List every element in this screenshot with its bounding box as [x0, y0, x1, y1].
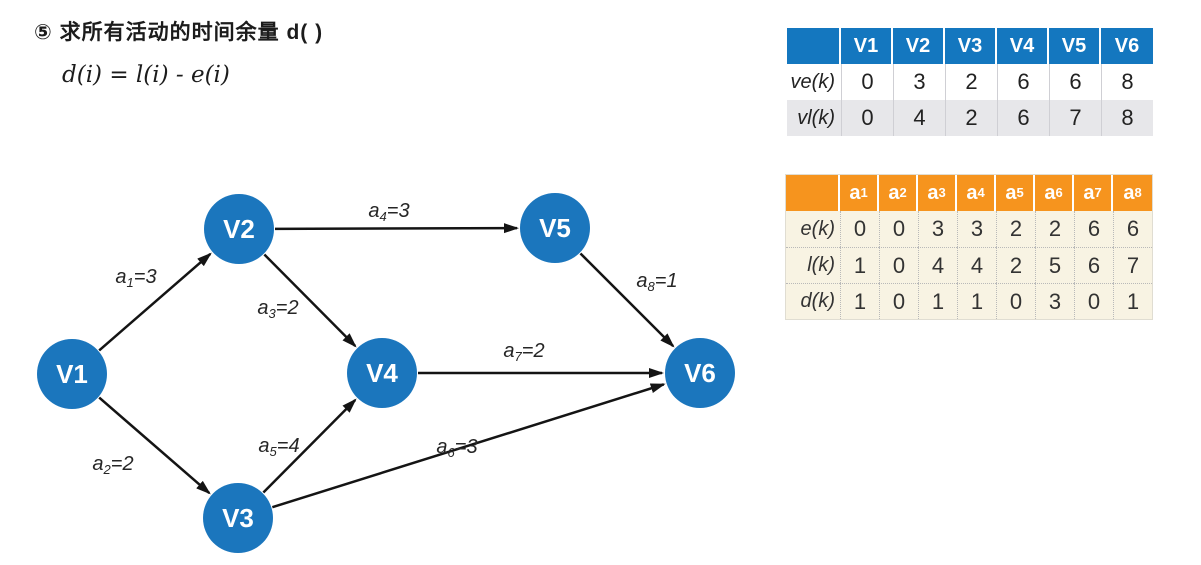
vertex-header-V1: V1	[841, 28, 893, 64]
activity-value-cell: 0	[879, 247, 918, 283]
vertex-value-cell: 6	[997, 64, 1049, 100]
vertex-row-label: ve(k)	[790, 70, 835, 93]
edge-a2	[98, 396, 211, 495]
activity-row-label: e(k)	[786, 211, 840, 247]
node-label-V2: V2	[223, 214, 255, 244]
page-title: ⑤ 求所有活动的时间余量 d( )	[34, 21, 324, 44]
activity-value-cell: 5	[1035, 247, 1074, 283]
vertex-table-corner	[787, 28, 841, 64]
vertex-value-cell: 4	[893, 100, 945, 136]
vertex-value-cell: 7	[1049, 100, 1101, 136]
edge-a3	[263, 253, 357, 348]
vertex-header-V2: V2	[893, 28, 945, 64]
edge-a8	[579, 252, 675, 348]
activity-value-cell: 0	[996, 283, 1035, 319]
activity-value-cell: 1	[840, 283, 879, 319]
edge-a6	[271, 383, 666, 509]
node-label-V5: V5	[539, 213, 571, 243]
vertex-value-cell: 0	[841, 100, 893, 136]
edge-label-a3: a3=2	[257, 297, 298, 321]
edge-label-a5: a5=4	[258, 435, 299, 459]
node-label-V6: V6	[684, 358, 716, 388]
activity-value-cell: 4	[957, 247, 996, 283]
vertex-header-V6: V6	[1101, 28, 1153, 64]
activity-value-cell: 0	[840, 211, 879, 247]
activity-value-cell: 1	[918, 283, 957, 319]
vertex-header-V5: V5	[1049, 28, 1101, 64]
activity-value-cell: 3	[957, 211, 996, 247]
vertex-value-cell: 8	[1101, 100, 1153, 136]
activity-value-cell: 6	[1074, 211, 1113, 247]
vertex-value-cell: 2	[945, 100, 997, 136]
activity-value-cell: 2	[1035, 211, 1074, 247]
activity-value-cell: 7	[1113, 247, 1152, 283]
activity-value-cell: 3	[918, 211, 957, 247]
activity-value-cell: 0	[879, 283, 918, 319]
activity-value-cell: 6	[1113, 211, 1152, 247]
vertex-value-cell: 0	[841, 64, 893, 100]
node-V1	[37, 339, 107, 409]
activity-value-cell: 0	[879, 211, 918, 247]
vertex-value-cell: 8	[1101, 64, 1153, 100]
node-V5	[520, 193, 590, 263]
vertex-header-V3: V3	[945, 28, 997, 64]
edge-label-a4: a4=3	[368, 200, 409, 224]
edge-label-a8: a8=1	[636, 270, 677, 294]
edge-label-a7: a7=2	[503, 340, 544, 364]
node-V6	[665, 338, 735, 408]
activity-value-cell: 4	[918, 247, 957, 283]
activity-table-corner	[786, 175, 840, 211]
activity-value-cell: 3	[1035, 283, 1074, 319]
edge-a4	[274, 223, 520, 234]
node-V2	[204, 194, 274, 264]
activity-row-label: d(k)	[786, 283, 840, 319]
vertex-value-cell: 3	[893, 64, 945, 100]
edge-label-a6: a6=3	[436, 436, 477, 460]
activity-value-cell: 2	[996, 211, 1035, 247]
vertex-value-cell: 2	[945, 64, 997, 100]
edge-label-a2: a2=2	[92, 453, 133, 477]
activity-value-cell: 2	[996, 247, 1035, 283]
vertex-value-cell: 6	[1049, 64, 1101, 100]
node-label-V3: V3	[222, 503, 254, 533]
activity-row-label: l(k)	[786, 247, 840, 283]
activity-value-cell: 6	[1074, 247, 1113, 283]
node-V4	[347, 338, 417, 408]
activity-value-cell: 0	[1074, 283, 1113, 319]
activity-value-cell: 1	[1113, 283, 1152, 319]
edge-label-a1: a1=3	[115, 266, 156, 290]
node-label-V4: V4	[366, 358, 398, 388]
edge-a1	[98, 252, 212, 352]
edge-a5	[262, 398, 357, 494]
vertex-row-label: vl(k)	[787, 100, 841, 136]
node-label-V1: V1	[56, 359, 88, 389]
vertex-value-cell: 6	[997, 100, 1049, 136]
formula-text: d(i) = l(i) - e(i)	[62, 62, 230, 88]
activity-value-cell: 1	[957, 283, 996, 319]
activity-value-cell: 1	[840, 247, 879, 283]
vertex-header-V4: V4	[997, 28, 1049, 64]
node-V3	[203, 483, 273, 553]
